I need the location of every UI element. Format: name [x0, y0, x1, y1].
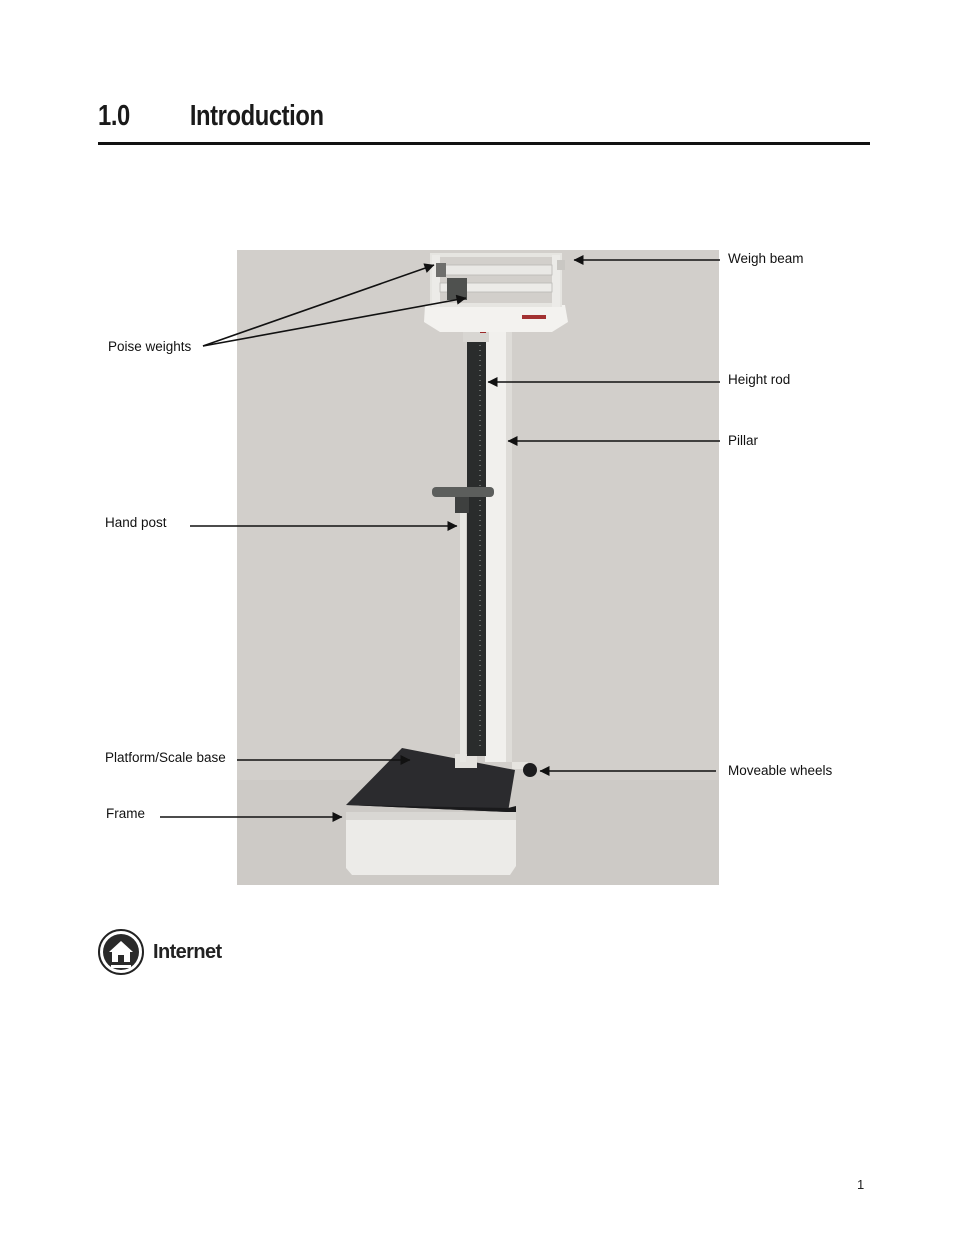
label-moveable-wheels: Moveable wheels — [728, 763, 833, 778]
label-hand-post: Hand post — [105, 515, 167, 530]
internet-note: Internet — [98, 928, 222, 976]
arrow-poise-weight-upper — [202, 263, 435, 347]
internet-label: Internet — [153, 940, 222, 963]
label-frame: Frame — [106, 806, 146, 821]
label-platform-base: Platform/Scale base — [105, 750, 226, 765]
label-poise-weights: Poise weights — [108, 339, 192, 354]
arrow-poise-weight-lower — [202, 294, 467, 347]
page-number: 1 — [857, 1177, 865, 1192]
house-icon — [98, 929, 144, 975]
heading-rule — [98, 142, 870, 145]
section-number: 1.0 — [98, 100, 130, 132]
label-weigh-beam: Weigh beam — [728, 251, 804, 266]
section-title: Introduction — [189, 100, 324, 132]
label-pillar: Pillar — [728, 433, 759, 448]
label-height-rod: Height rod — [728, 372, 791, 387]
callout-arrows — [160, 255, 720, 822]
scale-photo — [237, 250, 719, 885]
